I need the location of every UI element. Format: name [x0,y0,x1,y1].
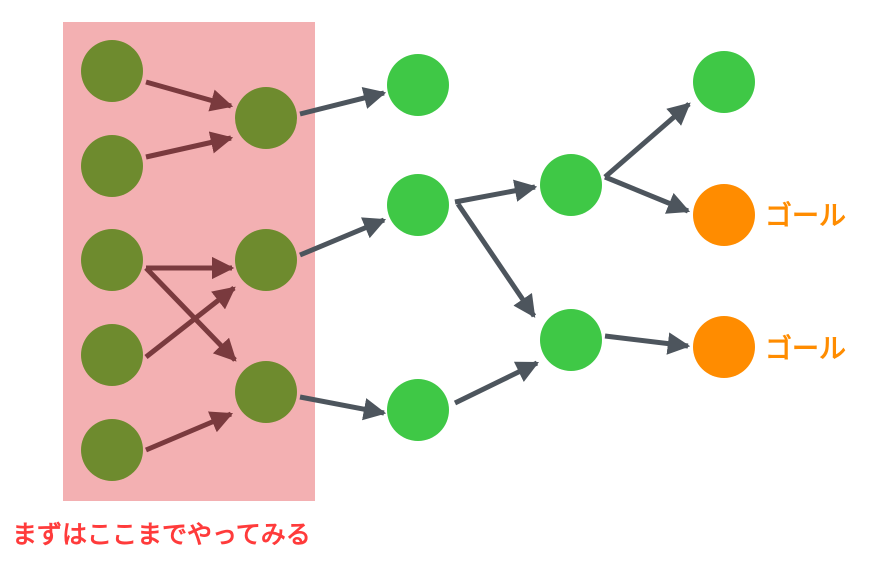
edge-c1-goal1 [604,174,691,214]
goal-label-1: ゴール [765,200,846,232]
edge-s1-a1 [145,79,234,112]
goal-node-2 [693,316,755,378]
merge-node-2 [235,229,297,291]
edge-a2-b2 [299,217,387,258]
mid-node-5 [540,309,602,371]
mid-node-4 [540,154,602,216]
goal-node-1 [693,184,755,246]
start-node-5 [81,419,143,481]
mid-node-3 [387,379,449,441]
edge-a1-b1 [299,86,387,117]
mid-node-2 [387,174,449,236]
start-node-1 [81,40,143,102]
outer-edges [299,86,691,421]
mid-node-6 [693,51,755,113]
edge-s2-a1 [145,131,234,160]
edge-b3-c2 [453,360,540,406]
edge-b2-c1 [454,179,538,205]
merge-node-3 [235,361,297,423]
edge-a3-b3 [299,394,387,421]
edge-c2-goal2 [604,332,691,355]
start-nodes [81,40,297,481]
mid-node-1 [387,54,449,116]
edge-b2-c2 [455,202,537,318]
edge-s5-a3 [145,411,234,453]
edge-s3-a3 [144,266,237,362]
goal-label-2: ゴール [765,333,846,365]
mid-nodes [387,51,755,441]
start-node-3 [81,229,143,291]
edge-s4-a2 [144,286,236,359]
start-node-4 [81,324,143,386]
edge-c1-d1 [603,102,691,179]
highlight-caption: まずはここまでやってみる [12,520,311,549]
goal-nodes [693,184,755,378]
start-node-2 [81,135,143,197]
merge-node-1 [235,87,297,149]
inner-edges [144,79,237,453]
